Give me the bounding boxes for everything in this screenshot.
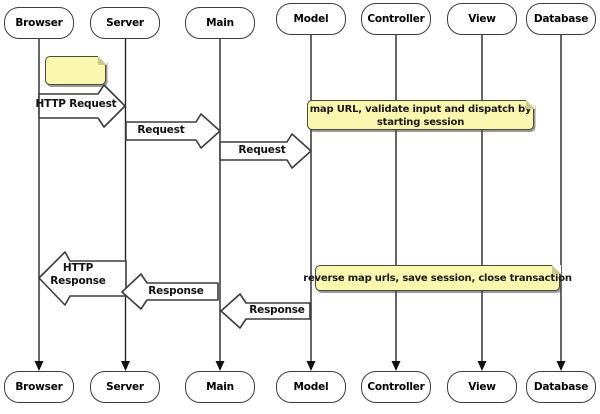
lifelines (38, 35, 562, 362)
lifeline-head-top-main: Main (185, 7, 255, 39)
lifeline-head-bottom-main: Main (185, 371, 255, 403)
lifeline-head-bottom-controller: Controller (361, 371, 431, 403)
lifeline-end-arrow-browser (34, 361, 44, 371)
message-arrow-http-request (38, 84, 126, 128)
lifeline-end-arrowheads (34, 361, 566, 371)
message-arrow-request-server-main (125, 113, 221, 149)
note-teardown-text: reverse map urls, save session, close tr… (303, 272, 572, 284)
message-label-response-main-server: Response (148, 285, 204, 297)
lifeline-head-bottom-view: View (447, 371, 517, 403)
lifeline-end-arrow-database (556, 361, 566, 371)
message-arrows (38, 84, 312, 329)
note-dispatch-line2: starting session (376, 117, 465, 128)
message-arrow-request-main-model (219, 133, 312, 169)
lifeline-head-top-view: View (447, 3, 517, 35)
message-label-http-response: HTTP Response (50, 262, 106, 287)
lifeline-head-bottom-browser: Browser (4, 371, 74, 403)
lifeline-head-top-controller: Controller (361, 3, 431, 35)
message-label-request-server-main: Request (137, 124, 185, 136)
lifeline-end-arrow-model (306, 361, 316, 371)
lifeline-end-arrow-view (477, 361, 487, 371)
lifeline-head-top-server: Server (90, 7, 160, 39)
note-teardown: reverse map urls, save session, close tr… (303, 264, 572, 291)
note-dispatch-line1: map URL, validate input and dispatch by (309, 104, 532, 115)
message-arrow-http-response (38, 251, 127, 306)
lifeline-head-bottom-model: Model (276, 371, 346, 403)
note-empty (45, 55, 107, 85)
message-arrow-response-main-server (121, 273, 219, 310)
lifeline-end-arrow-main (215, 361, 225, 371)
lifeline-end-arrow-server (121, 361, 130, 371)
lifeline-head-top-model: Model (276, 3, 346, 35)
message-arrow-response-model-main (220, 293, 311, 329)
lifeline-head-top-browser: Browser (4, 7, 74, 39)
message-label-response-model-main: Response (249, 304, 305, 316)
message-label-http-request: HTTP Request (35, 98, 117, 110)
lifeline-end-arrow-controller (391, 361, 401, 371)
lifeline-head-top-database: Database (526, 3, 596, 35)
lifeline-head-bottom-database: Database (526, 371, 596, 403)
note-dispatch: map URL, validate input and dispatch by … (307, 99, 535, 130)
message-label-request-main-model: Request (238, 144, 286, 156)
lifeline-head-bottom-server: Server (90, 371, 160, 403)
